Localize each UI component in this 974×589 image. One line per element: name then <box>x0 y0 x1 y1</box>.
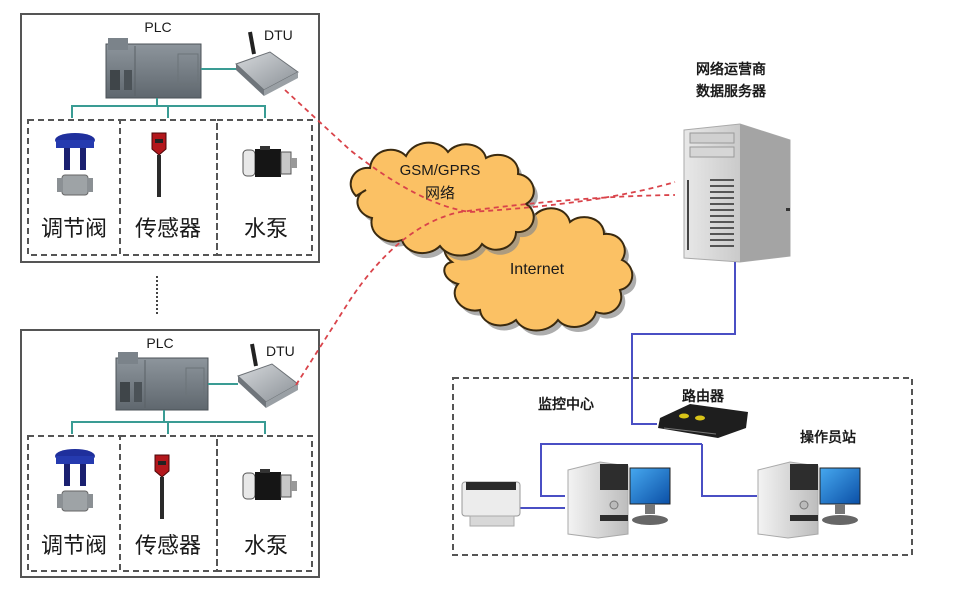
device-label: 水泵 <box>244 534 288 559</box>
gsm-label: GSM/GPRS <box>400 162 481 179</box>
dtu-icon <box>235 31 299 96</box>
field-bus <box>71 383 266 434</box>
operator-station-label: 操作员站 <box>800 429 856 446</box>
server-label: 数据服务器 <box>696 83 767 100</box>
plc-label: PLC <box>144 19 171 35</box>
dtu-label: DTU <box>264 27 293 43</box>
sensor-icon <box>154 454 170 519</box>
water-pump-icon <box>242 469 297 500</box>
sensor-icon <box>151 132 167 197</box>
printer-icon <box>461 481 521 527</box>
device-label: 传感器 <box>135 534 201 559</box>
server-label: 网络运营商 <box>696 61 766 78</box>
router-icon <box>658 404 748 438</box>
server-to-router-link <box>631 262 736 425</box>
device-label: 调节阀 <box>41 217 107 242</box>
data-server-icon <box>683 123 791 263</box>
device-cells <box>27 119 313 256</box>
water-pump-icon <box>242 146 297 177</box>
dtu-icon <box>237 343 299 408</box>
device-cells <box>27 435 313 572</box>
plc-label: PLC <box>146 335 173 351</box>
wireless-links <box>284 89 676 386</box>
dtu-label: DTU <box>266 343 295 359</box>
wireless-link-unit1 <box>284 89 676 213</box>
operator-pc-icon <box>757 461 861 539</box>
site-unit-1: PLC DTU <box>20 13 320 263</box>
router-to-operator-pc-link <box>701 444 757 497</box>
device-label: 调节阀 <box>41 534 107 559</box>
gsm-label-cn: 网络 <box>425 184 455 202</box>
lan-links <box>520 262 757 509</box>
gsm-gprs-cloud <box>349 141 538 261</box>
site-unit-2: PLC DTU <box>20 329 320 578</box>
monitoring-pc-icon <box>567 461 671 539</box>
router-label: 路由器 <box>682 388 725 405</box>
internet-label: Internet <box>510 261 565 278</box>
device-label: 水泵 <box>244 217 288 242</box>
monitor-center-title: 监控中心 <box>538 396 594 413</box>
plc-icon <box>115 352 209 411</box>
plc-icon <box>105 38 202 99</box>
control-valve-icon <box>55 449 95 512</box>
field-bus <box>71 68 266 118</box>
device-label: 传感器 <box>135 217 201 242</box>
wireless-link-unit2 <box>295 194 676 386</box>
monitor-center-frame <box>452 377 913 556</box>
control-valve-icon <box>55 133 95 196</box>
router-to-monitor-pc-link <box>540 443 702 497</box>
